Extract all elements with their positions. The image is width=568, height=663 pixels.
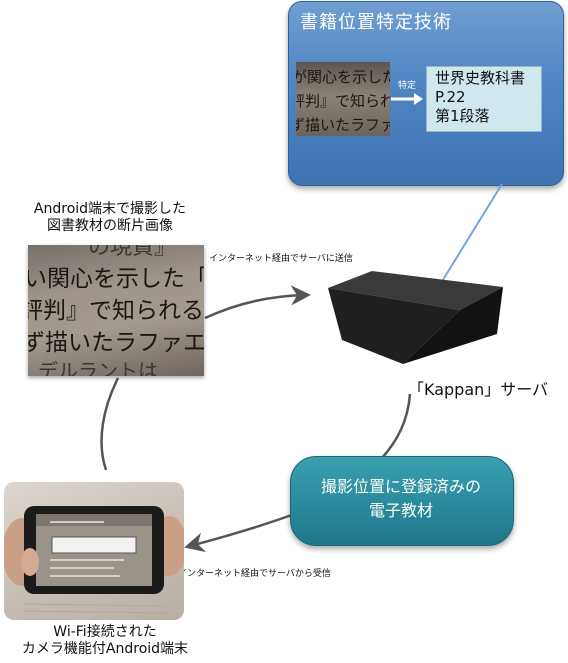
identify-arrow: [391, 93, 423, 105]
captured-fragment-image: の現貨』 い関心を示した「万 評判』で知られるミ ず描いたラファエロ デルラント…: [28, 245, 204, 376]
panel-title: 書籍位置特定技術: [300, 12, 452, 33]
result-paragraph: 第1段落: [435, 107, 490, 125]
photo-caption: Android端末で撮影した 図書教材の断片画像: [10, 201, 210, 235]
server-to-material-line: [381, 393, 412, 459]
server-panel-link: [432, 183, 503, 297]
crop-text-line: ず描いたラファエ: [296, 116, 390, 134]
device-caption: Wi-Fi接続された カメラ機能付Android端末: [0, 624, 210, 658]
fragment-text-line: ず描いたラファエロ: [28, 330, 204, 356]
device-caption-line: カメラ機能付Android端末: [21, 641, 189, 657]
fragment-text-line: デルラントは: [38, 359, 158, 376]
receive-label: インターネット経由でサーバから受信: [178, 569, 331, 579]
device-to-photo-line: [100, 377, 120, 471]
crop-text-line: が関心を示した「万: [296, 68, 390, 86]
photo-caption-line: 図書教材の断片画像: [47, 218, 173, 234]
server-box-icon: [328, 271, 503, 364]
result-page: P.22: [435, 88, 466, 106]
crop-text-line: 評判』で知られるミ: [296, 92, 390, 110]
material-text: 撮影位置に登録済みの 電子教材: [290, 475, 512, 523]
result-book: 世界史教科書: [435, 69, 526, 87]
photo-caption-line: Android端末で撮影した: [33, 201, 187, 217]
send-arrow: [204, 285, 311, 320]
fragment-text-line: 評判』で知られるミ: [28, 298, 204, 324]
identification-result: 世界史教科書 P.22 第1段落: [426, 66, 542, 132]
registered-material-box: [290, 456, 514, 546]
fragment-text-line: い関心を示した「万: [28, 266, 204, 292]
text-crop-thumbnail: が関心を示した「万 評判』で知られるミ ず描いたラファエ: [296, 62, 390, 136]
material-text-line: 撮影位置に登録済みの: [320, 477, 481, 496]
identify-label: 特定: [398, 81, 417, 91]
android-device-photo: [4, 482, 184, 620]
fragment-text-line: の現貨』: [88, 245, 177, 260]
device-caption-line: Wi-Fi接続された: [53, 624, 157, 640]
tablet-illustration: [4, 506, 184, 614]
material-text-line: 電子教材: [368, 501, 433, 520]
server-label: 「Kappan」サーバ: [408, 380, 549, 399]
send-label: インターネット経由でサーバに送信: [209, 254, 353, 264]
receive-arrow: [184, 510, 301, 553]
